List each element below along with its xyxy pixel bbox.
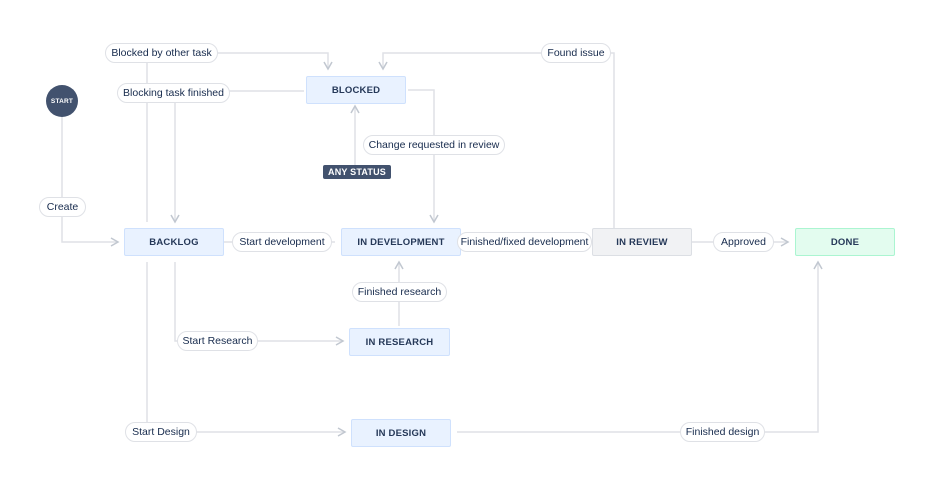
transition-start-design[interactable]: Start Design [125, 422, 197, 442]
transition-start-research[interactable]: Start Research [177, 331, 258, 351]
transition-create[interactable]: Create [39, 197, 86, 217]
start-node[interactable]: START [46, 85, 78, 117]
line-create [61, 117, 120, 247]
status-in-development[interactable]: IN DEVELOPMENT [341, 228, 461, 256]
transition-blocked-by-other-task[interactable]: Blocked by other task [105, 43, 218, 63]
status-blocked[interactable]: BLOCKED [306, 76, 406, 104]
transition-finished-research[interactable]: Finished research [352, 282, 447, 302]
transition-found-issue[interactable]: Found issue [541, 43, 611, 63]
line-blocked-by-other [146, 52, 333, 222]
transition-approved[interactable]: Approved [713, 232, 774, 252]
transition-start-development[interactable]: Start development [232, 232, 332, 252]
status-in-design[interactable]: IN DESIGN [351, 419, 451, 447]
any-status-badge: ANY STATUS [323, 165, 392, 179]
transition-change-requested[interactable]: Change requested in review [363, 135, 505, 155]
line-found-issue [378, 52, 615, 228]
status-in-research[interactable]: IN RESEARCH [349, 328, 450, 356]
status-done[interactable]: DONE [795, 228, 895, 256]
line-blocked-to-dev [408, 89, 439, 224]
transition-finished-fixed-development[interactable]: Finished/fixed development [457, 232, 592, 252]
status-in-review[interactable]: IN REVIEW [592, 228, 692, 256]
status-backlog[interactable]: BACKLOG [124, 228, 224, 256]
transition-blocking-task-finished[interactable]: Blocking task finished [117, 83, 230, 103]
transition-finished-design[interactable]: Finished design [680, 422, 765, 442]
line-finished-design [457, 260, 823, 433]
line-blocking-finished [170, 90, 304, 224]
line-start-research [174, 262, 345, 346]
